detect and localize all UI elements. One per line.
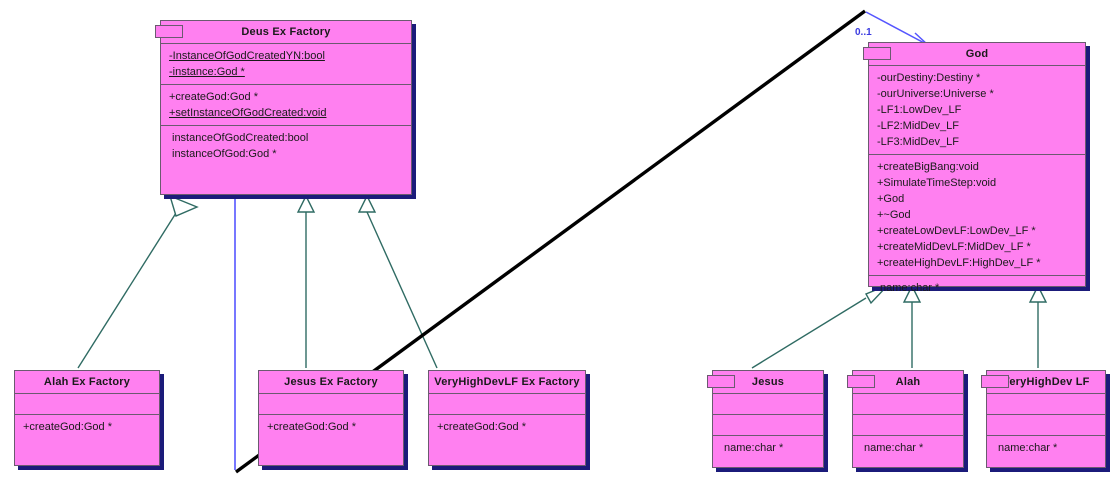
operation-item: +God: [877, 193, 905, 205]
operation-item: +createBigBang:void: [877, 161, 979, 173]
attributes-compartment-alah-ex-factory: [15, 393, 159, 414]
class-title-god: God: [965, 48, 989, 60]
inheritance-alahexfactory-to-deusexfactory: [77, 194, 199, 369]
operation-item: +createHighDevLF:HighDev_LF *: [877, 257, 1041, 269]
operations-compartment-alah: [853, 414, 963, 435]
attributes-compartment-veryhighdev-lf: [987, 393, 1105, 414]
operation-item: +SimulateTimeStep:void: [877, 177, 997, 189]
attributes-compartment-veryhighdevlf-ex-factory: [429, 393, 585, 414]
class-title-jesus: Jesus: [751, 376, 785, 388]
operations-compartment-veryhighdevlf-ex-factory: +createGod:God *: [429, 414, 585, 439]
operation-item: +createGod:God *: [437, 421, 526, 433]
class-box-jesus[interactable]: Jesus name:char *: [707, 370, 824, 468]
attributes-compartment-jesus-ex-factory: [259, 393, 403, 414]
class-box-deus-ex-factory[interactable]: Deus Ex Factory -InstanceOfGodCreatedYN:…: [155, 20, 412, 195]
operation-item: +createMidDevLF:MidDev_LF *: [877, 241, 1031, 253]
class-box-alah-ex-factory[interactable]: Alah Ex Factory +createGod:God *: [14, 370, 160, 466]
class-box-alah[interactable]: Alah name:char *: [847, 370, 964, 468]
class-tab-icon: [847, 375, 875, 388]
class-title-jesus-ex-factory: Jesus Ex Factory: [284, 376, 378, 388]
association-multiplicity-label: 0..1: [855, 27, 872, 38]
extra-compartment-jesus: name:char *: [713, 435, 823, 460]
extra-item: name:char *: [724, 442, 784, 454]
class-title-alah: Alah: [895, 376, 921, 388]
class-tab-icon: [155, 25, 183, 38]
operations-compartment-deus-ex-factory: +createGod:God * +setInstanceOfGodCreate…: [161, 84, 411, 125]
extra-item: instanceOfGodCreated:bool: [172, 132, 309, 144]
operation-item: +createGod:God *: [267, 421, 356, 433]
operation-item: +createLowDevLF:LowDev_LF *: [877, 225, 1036, 237]
attribute-item: -instance:God *: [169, 66, 245, 78]
attribute-item: -LF2:MidDev_LF: [877, 120, 959, 132]
attribute-item: -ourDestiny:Destiny *: [877, 72, 981, 84]
operations-compartment-alah-ex-factory: +createGod:God *: [15, 414, 159, 439]
extra-item: name:char *: [998, 442, 1058, 454]
attributes-compartment-jesus: [713, 393, 823, 414]
class-title-veryhighdevlf-ex-factory: VeryHighDevLF Ex Factory: [434, 376, 580, 388]
class-tab-icon: [863, 47, 891, 60]
operation-item: +~God: [877, 209, 911, 221]
class-title-veryhighdev-lf: VeryHighDev LF: [1002, 376, 1090, 388]
attribute-item: -LF3:MidDev_LF: [877, 136, 959, 148]
attributes-compartment-god: -ourDestiny:Destiny * -ourUniverse:Unive…: [869, 65, 1085, 154]
operation-item: +createGod:God *: [169, 91, 258, 103]
class-box-veryhighdev-lf[interactable]: VeryHighDev LF name:char *: [981, 370, 1106, 468]
inheritance-alah-to-god: [902, 284, 922, 368]
inheritance-veryhighdevlf-to-god: [1028, 284, 1048, 368]
class-box-jesus-ex-factory[interactable]: Jesus Ex Factory +createGod:God *: [258, 370, 404, 466]
class-tab-icon: [707, 375, 735, 388]
extra-compartment-veryhighdev-lf: name:char *: [987, 435, 1105, 460]
operations-compartment-jesus-ex-factory: +createGod:God *: [259, 414, 403, 439]
operations-compartment-veryhighdev-lf: [987, 414, 1105, 435]
class-title-deus-ex-factory: Deus Ex Factory: [241, 26, 331, 38]
class-tab-icon: [981, 375, 1009, 388]
attributes-compartment-deus-ex-factory: -InstanceOfGodCreatedYN:bool -instance:G…: [161, 43, 411, 84]
extra-compartment-deus-ex-factory: instanceOfGodCreated:bool instanceOfGod:…: [161, 125, 411, 166]
class-title-alah-ex-factory: Alah Ex Factory: [43, 376, 131, 388]
class-box-veryhighdevlf-ex-factory[interactable]: VeryHighDevLF Ex Factory +createGod:God …: [428, 370, 586, 466]
extra-compartment-alah: name:char *: [853, 435, 963, 460]
attribute-item: -LF1:LowDev_LF: [877, 104, 962, 116]
operations-compartment-god: +createBigBang:void +SimulateTimeStep:vo…: [869, 154, 1085, 275]
attribute-item: -InstanceOfGodCreatedYN:bool: [169, 50, 325, 62]
extra-item: instanceOfGod:God *: [172, 148, 277, 160]
inheritance-jesus-to-god: [751, 284, 889, 369]
inheritance-veryhighdevlfexfactory-to-deusexfactory: [357, 194, 438, 369]
operations-compartment-jesus: [713, 414, 823, 435]
attribute-item: -ourUniverse:Universe *: [877, 88, 994, 100]
extra-compartment-god: name:char *: [869, 275, 1085, 300]
operation-item: +createGod:God *: [23, 421, 112, 433]
extra-item: name:char *: [880, 282, 940, 294]
inheritance-jesusexfactory-to-deusexfactory: [296, 194, 316, 368]
class-box-god[interactable]: God -ourDestiny:Destiny * -ourUniverse:U…: [863, 42, 1086, 294]
operation-item: +setInstanceOfGodCreated:void: [169, 107, 327, 119]
extra-item: name:char *: [864, 442, 924, 454]
attributes-compartment-alah: [853, 393, 963, 414]
